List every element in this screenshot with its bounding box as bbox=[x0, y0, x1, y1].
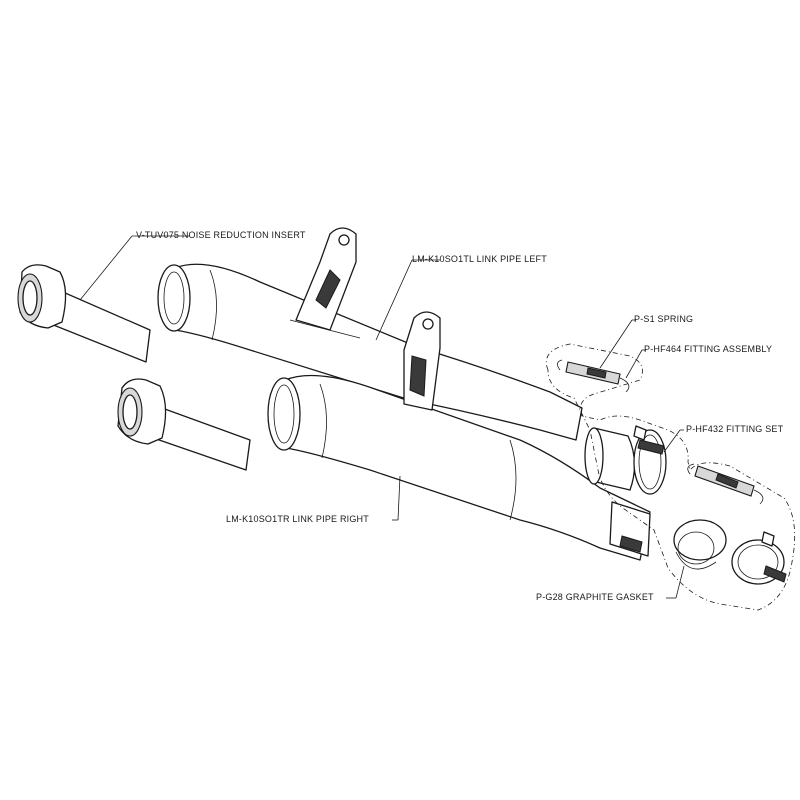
clamp-upper bbox=[633, 425, 667, 495]
leader-lines bbox=[79, 235, 685, 599]
clamp-lower bbox=[731, 531, 787, 585]
label-fitting-assembly: P-HF464 FITTING ASSEMBLY bbox=[644, 344, 773, 354]
label-link-pipe-left: LM-K10SO1TL LINK PIPE LEFT bbox=[412, 254, 547, 264]
label-fitting-set: P-HF432 FITTING SET bbox=[686, 424, 784, 434]
noise-insert-lower bbox=[117, 378, 251, 471]
spring-upper bbox=[557, 359, 630, 393]
fitting-assembly-outline bbox=[545, 343, 796, 611]
outlet-sleeve bbox=[584, 427, 636, 491]
spring-lower bbox=[687, 463, 764, 505]
label-graphite-gasket: P-G28 GRAPHITE GASKET bbox=[536, 592, 654, 602]
label-spring: P-S1 SPRING bbox=[634, 314, 694, 324]
link-pipe-left bbox=[157, 227, 583, 441]
link-pipe-right bbox=[267, 311, 651, 561]
label-link-pipe-right: LM-K10SO1TR LINK PIPE RIGHT bbox=[226, 514, 369, 524]
noise-insert-upper bbox=[17, 264, 151, 363]
graphite-gasket-part bbox=[673, 519, 727, 570]
label-noise-reduction-insert: V-TUV075 NOISE REDUCTION INSERT bbox=[136, 230, 306, 240]
